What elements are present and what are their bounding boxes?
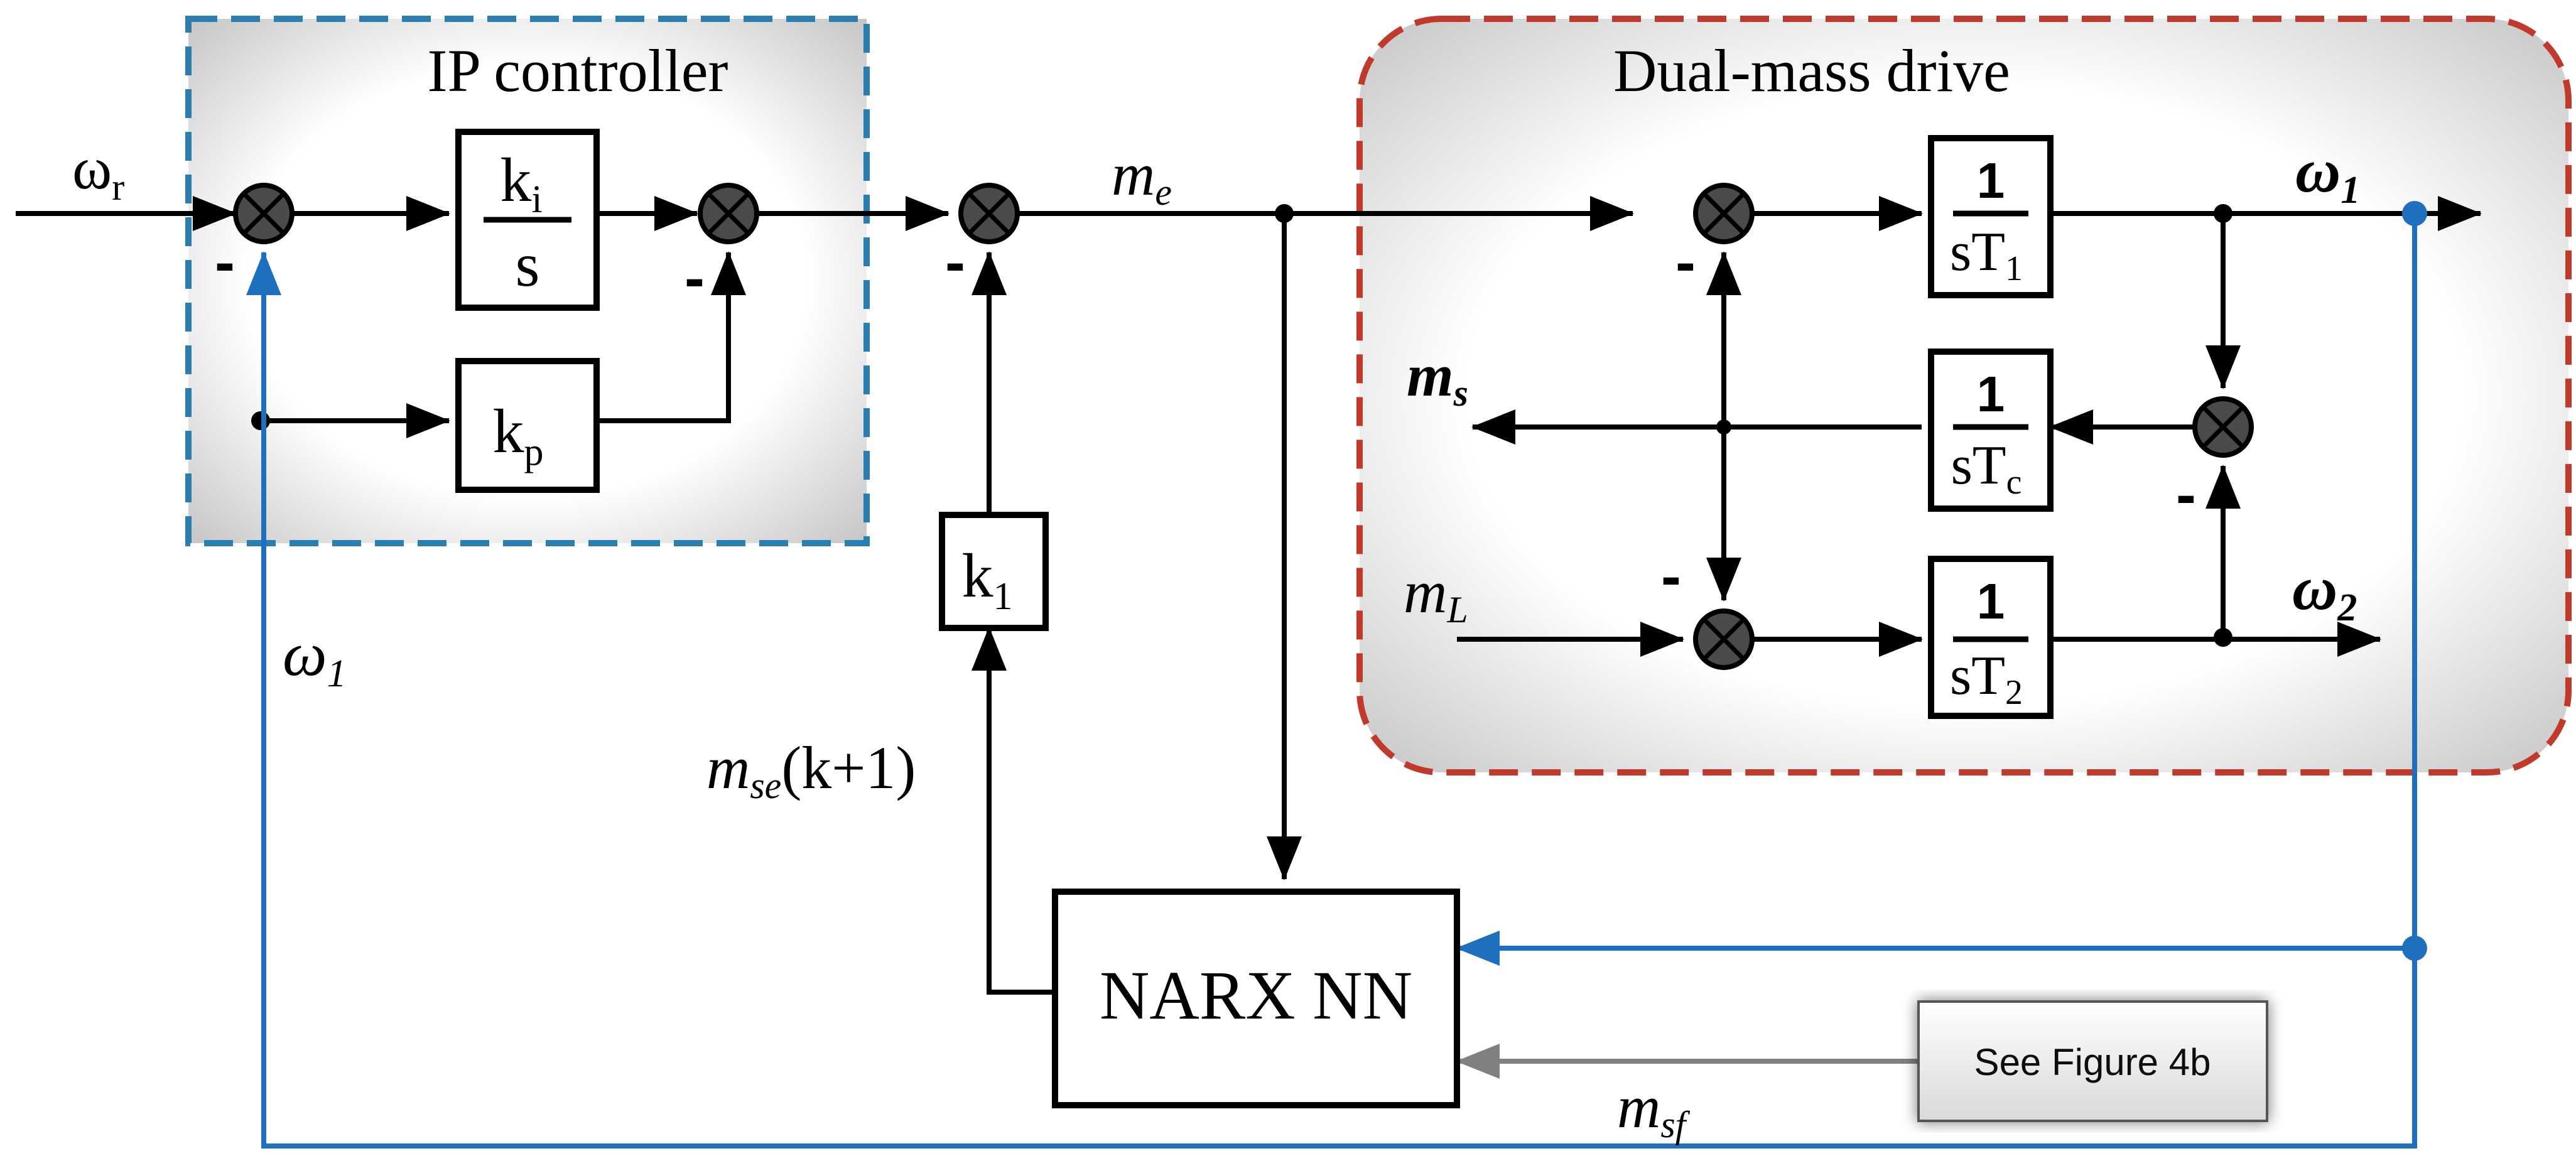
kp-to-sum2-line [597,251,746,423]
sum-junction-b [1693,608,1755,670]
omega-r-label: ω [72,134,112,202]
sum-junction-a [1693,183,1755,244]
signal-labels: ωr me ω1 ω2 ms mL ω1 mse(k+1) msf [72,134,2360,1145]
minus-sumA: - [1675,229,1696,296]
omega1-inner-junction-dot [2214,204,2232,223]
sum-junction-c [2192,396,2254,458]
ms-subscript: s [1453,372,1468,414]
block-kp: kp [455,358,600,493]
junction-dots [251,204,2232,647]
omega1-output-subscript: 1 [2341,169,2360,212]
svg-text:ω2: ω2 [2292,553,2357,629]
summing-junctions [233,183,2254,670]
ms-label: m [1407,342,1454,409]
sT1-denominator: sT [1950,222,2005,283]
block-sT1: 1 sT1 [1928,135,2054,298]
me-subscript: e [1155,171,1172,213]
see-figure-4b-label: See Figure 4b [1974,1041,2211,1083]
k1-label: k [962,541,993,610]
sT1-numerator: 1 [1977,153,2005,208]
ip-controller-title: IP controller [428,37,728,104]
svg-text:ω1: ω1 [283,619,347,695]
narx-tap-dot [2402,936,2427,961]
omega-r-subscript: r [112,166,124,208]
omega1-output-label: ω [2295,136,2341,205]
me-junction-dot [1275,204,1294,223]
mL-label: m [1404,558,1447,625]
mse-label: m [706,734,750,801]
mse-subscript: se [750,765,781,806]
see-figure-4b-box: See Figure 4b [1917,1000,2268,1122]
sum-junction-1 [233,183,295,244]
mse-suffix: (k+1) [781,734,916,801]
svg-text:ωr: ωr [72,134,124,208]
sT2-numerator: 1 [1977,573,2005,629]
block-narx-nn: NARX NN [1052,889,1460,1108]
sT1-denominator-subscript: 1 [2005,249,2023,288]
svg-text:sT1: sT1 [1950,222,2023,288]
svg-text:sTc: sTc [1951,435,2022,502]
ms-junction-dot [1716,419,1731,435]
minus-sum3: - [945,229,965,296]
omega2-label: ω [2292,553,2337,623]
omega1-feedback-line [246,214,2417,1149]
block-ki-over-s: ki s [455,129,600,311]
minus-sum2: - [685,244,705,311]
minus-signs: - - - - - - [215,229,2196,610]
sTc-numerator: 1 [1977,366,2005,422]
svg-text:sT2: sT2 [1950,646,2023,712]
feedback-dots [2402,201,2427,961]
omega2-junction-dot [2214,628,2232,647]
svg-text:ms: ms [1407,342,1468,414]
svg-text:mse(k+1): mse(k+1) [706,734,916,806]
msf-label: m [1617,1073,1660,1140]
ki-numerator: k [500,145,531,215]
block-sT2: 1 sT2 [1928,556,2054,719]
msf-subscript: sf [1660,1104,1690,1145]
kp-label: k [493,396,524,466]
omega2-subscript: 2 [2337,586,2357,629]
sTc-denominator: sT [1951,435,2006,496]
feedback-lines [246,214,2417,1149]
ki-denominator: s [516,230,540,300]
svg-text:msf: msf [1617,1073,1691,1145]
narx-label: NARX NN [1100,957,1412,1034]
omega1-junction-dot [251,411,270,430]
svg-text:ω1: ω1 [2295,136,2360,212]
block-k1: k1 [939,512,1049,631]
k1-subscript: 1 [993,575,1013,618]
sum-junction-2 [698,183,759,244]
minus-sum1: - [215,229,235,296]
svg-text:ki: ki [500,145,542,221]
svg-text:me: me [1112,141,1172,213]
sT2-denominator-subscript: 2 [2005,673,2023,712]
omega1-tap-dot [2402,201,2427,226]
omega1-feedback-subscript: 1 [327,652,347,695]
sT2-denominator: sT [1950,646,2005,706]
dual-mass-drive-title: Dual-mass drive [1613,37,2010,104]
sum-junction-3 [958,183,1020,244]
sTc-denominator-subscript: c [2006,463,2022,502]
svg-text:k1: k1 [962,541,1013,618]
kp-subscript: p [524,431,544,473]
svg-text:kp: kp [493,396,544,473]
svg-text:mL: mL [1404,558,1468,630]
block-sTc: 1 sTc [1928,349,2054,512]
minus-sumC: - [2176,461,2196,528]
minus-sumB: - [1661,543,1681,610]
omega1-feedback-label: ω [283,619,327,689]
me-label: m [1112,141,1155,208]
narx-to-k1-line [971,627,1055,995]
mL-subscript: L [1446,589,1468,630]
ki-numerator-subscript: i [531,178,542,221]
